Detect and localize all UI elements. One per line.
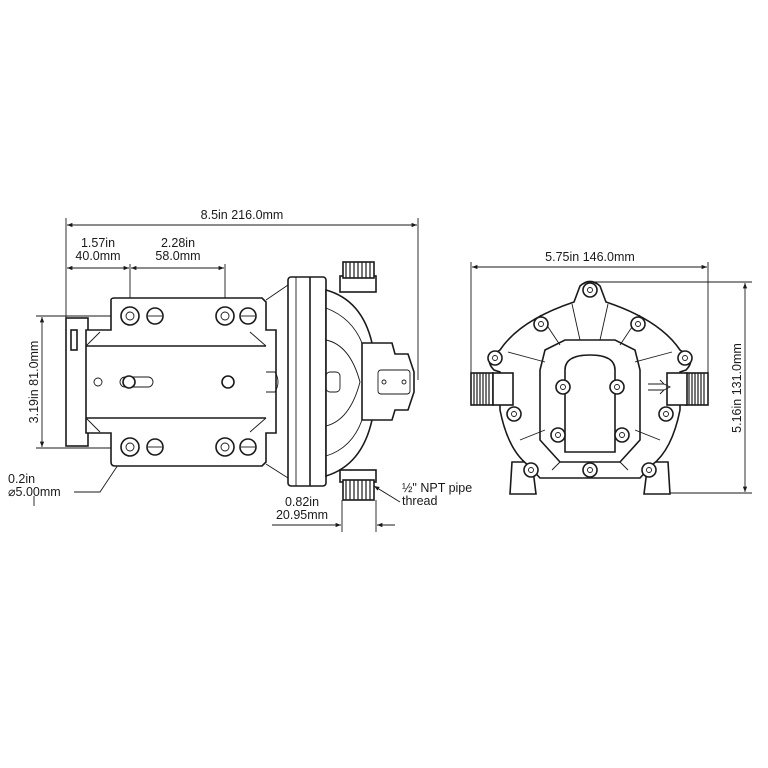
thread-label-line2: thread (402, 494, 437, 508)
mount-width-label: 3.19in 81.0mm (27, 341, 41, 424)
housing-bolts (487, 282, 693, 478)
pump-head-flange (287, 276, 327, 487)
pump-housing (488, 280, 692, 479)
mounting-holes (120, 306, 257, 457)
front-view-dimensions: 5.75in 146.0mm 5.16in 131.0mm (470, 250, 752, 494)
overall-width-label: 5.75in 146.0mm (545, 250, 635, 264)
port-width-mm-label: 20.95mm (276, 508, 328, 522)
motor-housing (85, 297, 277, 467)
hole-spacing-mm-label: 58.0mm (155, 249, 200, 263)
center-channel (564, 354, 616, 453)
top-port-fitting (339, 261, 377, 293)
hole-diameter-in-label: 0.2in (8, 472, 35, 486)
outlet-block (361, 342, 415, 421)
pump-front-view (470, 280, 709, 495)
thread-label-line1: ½" NPT pipe (402, 481, 472, 495)
bottom-port-fitting (339, 469, 377, 501)
side-view-dimensions: 8.5in 216.0mm 1.57in 40.0mm 2.28in 58.0m… (8, 208, 472, 532)
hole-offset-mm-label: 40.0mm (75, 249, 120, 263)
pump-side-view (65, 261, 415, 501)
overall-height-label: 5.16in 131.0mm (730, 343, 744, 433)
overall-length-label: 8.5in 216.0mm (201, 208, 284, 222)
hole-offset-in-label: 1.57in (81, 236, 115, 250)
hole-spacing-in-label: 2.28in (161, 236, 195, 250)
hole-diameter-mm-label: ⌀5.00mm (8, 485, 61, 499)
port-width-in-label: 0.82in (285, 495, 319, 509)
